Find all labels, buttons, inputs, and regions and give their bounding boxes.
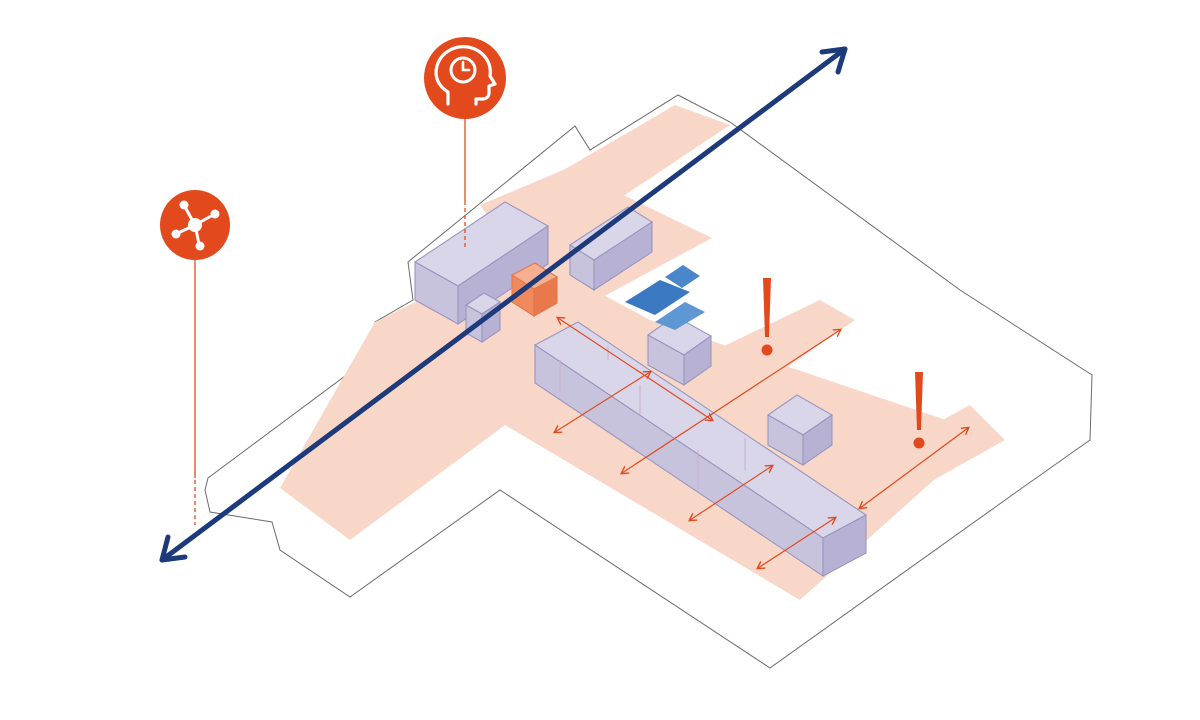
pin-lines [194,118,466,525]
head-clock-icon [424,37,506,119]
site-outline [204,94,1093,669]
zone-north [555,105,730,205]
exclamation-icon [913,372,925,449]
cross-arrow [687,464,775,522]
building-upper-right [568,206,654,292]
cross-arrow [755,516,838,570]
exclamation-icon [761,278,773,356]
cross-arrow [619,328,843,475]
cross-arrow [858,426,970,510]
cross-arrows [552,316,970,570]
circulation-zones [280,105,1005,600]
building-highlight-block [510,262,559,318]
main-axis-arrow [159,46,848,563]
network-node-icon [160,190,230,260]
